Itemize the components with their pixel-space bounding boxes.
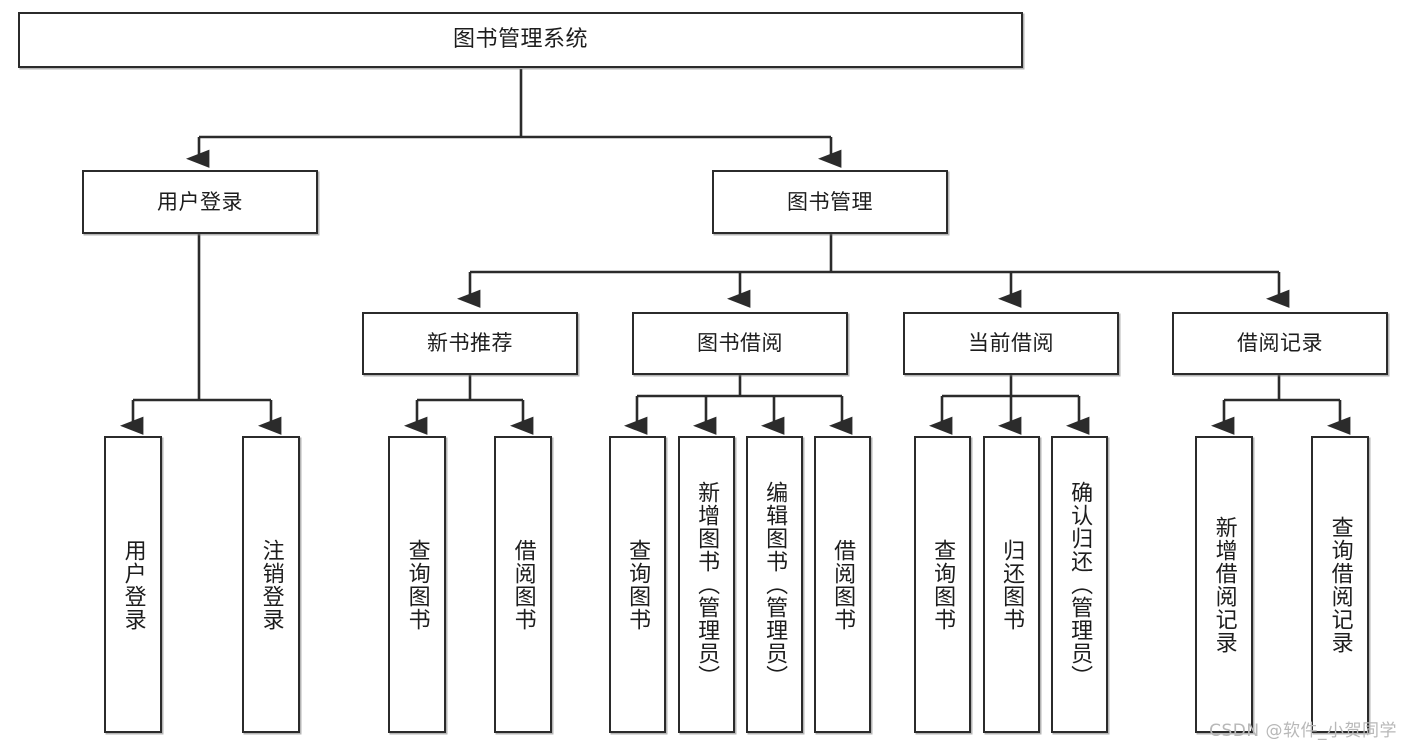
leaf-current-query-book[interactable]: 查询图书 — [914, 436, 971, 733]
leaf-borrow-edit-book-admin[interactable]: 编辑图书（管理员） — [746, 436, 803, 733]
node-new-book-recommendation[interactable]: 新书推荐 — [362, 312, 578, 375]
node-label: 图书管理 — [787, 189, 873, 214]
node-label: 用户登录 — [120, 538, 146, 631]
node-label: 新书推荐 — [427, 331, 513, 356]
node-label: 确认归还（管理员） — [1067, 481, 1093, 688]
leaf-current-confirm-return-admin[interactable]: 确认归还（管理员） — [1051, 436, 1108, 733]
node-label: 当前借阅 — [968, 331, 1054, 356]
leaf-user-login-logout[interactable]: 注销登录 — [242, 436, 300, 733]
node-label: 查询图书 — [930, 538, 956, 631]
node-label: 归还图书 — [999, 538, 1025, 631]
leaf-record-query-record[interactable]: 查询借阅记录 — [1311, 436, 1369, 733]
node-root-book-management-system[interactable]: 图书管理系统 — [18, 12, 1023, 68]
node-label: 查询图书 — [625, 538, 651, 631]
node-label: 图书管理系统 — [452, 27, 588, 53]
leaf-borrow-add-book-admin[interactable]: 新增图书（管理员） — [678, 436, 735, 733]
leaf-new-book-borrow-book[interactable]: 借阅图书 — [494, 436, 552, 733]
node-label: 新增借阅记录 — [1211, 515, 1237, 654]
node-borrowing-record[interactable]: 借阅记录 — [1172, 312, 1388, 375]
node-label: 编辑图书（管理员） — [762, 481, 788, 688]
node-current-borrowing[interactable]: 当前借阅 — [903, 312, 1119, 375]
leaf-borrow-borrow-book[interactable]: 借阅图书 — [814, 436, 871, 733]
csdn-watermark: CSDN @软件_小贺同学 — [1209, 721, 1397, 741]
node-user-login[interactable]: 用户登录 — [82, 170, 318, 234]
node-label: 查询借阅记录 — [1327, 515, 1353, 654]
node-label: 新增图书（管理员） — [694, 481, 720, 688]
node-label: 用户登录 — [157, 189, 243, 214]
leaf-record-add-record[interactable]: 新增借阅记录 — [1195, 436, 1253, 733]
leaf-borrow-query-book[interactable]: 查询图书 — [609, 436, 666, 733]
node-label: 图书借阅 — [697, 331, 783, 356]
leaf-user-login-login[interactable]: 用户登录 — [104, 436, 162, 733]
node-label: 借阅图书 — [510, 538, 536, 631]
node-label: 注销登录 — [258, 538, 284, 631]
node-book-borrowing[interactable]: 图书借阅 — [632, 312, 848, 375]
node-label: 借阅记录 — [1237, 331, 1323, 356]
node-book-management[interactable]: 图书管理 — [712, 170, 948, 234]
leaf-current-return-book[interactable]: 归还图书 — [983, 436, 1040, 733]
leaf-new-book-query-book[interactable]: 查询图书 — [388, 436, 446, 733]
node-label: 查询图书 — [404, 538, 430, 631]
node-label: 借阅图书 — [830, 538, 856, 631]
